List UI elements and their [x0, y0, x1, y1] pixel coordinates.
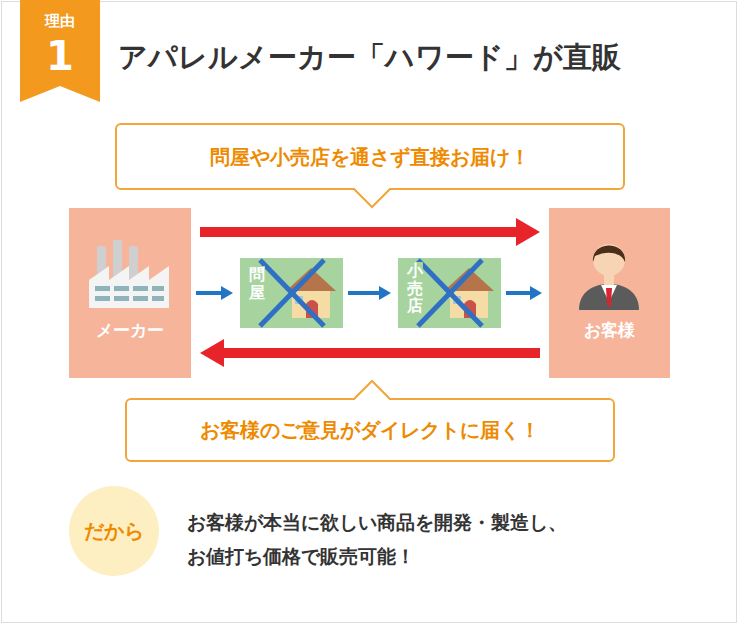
maker-box: メーカー	[69, 208, 191, 378]
illustration-use	[260, 260, 336, 326]
node-label: お客様	[584, 318, 635, 342]
flow-arrow	[348, 291, 382, 295]
customer-box: お客様	[549, 208, 670, 378]
node-label: だから	[84, 518, 144, 544]
node-label: 問屋	[249, 266, 265, 301]
callout-box: 問屋や小売店を通さず直接お届け！	[115, 123, 625, 190]
flow-arrow	[218, 348, 540, 358]
node-number: 1	[46, 36, 74, 76]
illustration-use	[20, 0, 100, 102]
tail-use	[354, 188, 390, 207]
node-illustration	[69, 208, 191, 378]
node-label: メーカー	[96, 318, 164, 342]
illustration-use	[89, 240, 169, 308]
illustration-use	[579, 244, 639, 310]
callout-tail	[354, 378, 390, 400]
node-label: 問屋や小売店を通さず直接お届け！	[210, 144, 530, 170]
flow-arrow	[506, 291, 533, 295]
tail-use	[354, 381, 390, 400]
reason-badge: 理由 1	[20, 0, 100, 102]
callout-tail	[354, 188, 390, 210]
node-label: 小売店	[407, 262, 423, 315]
conclusion-text: お客様が本当に欲しい商品を開発・製造し、 お値打ち価格で販売可能！	[187, 505, 707, 573]
page-title: アパレルメーカー「ハワード」が直販	[118, 38, 621, 76]
retailer-box: 小売店	[398, 258, 501, 328]
flow-arrow	[200, 227, 522, 237]
wholesaler-box: 問屋	[240, 258, 343, 328]
callout-box: お客様のご意見がダイレクトに届く！	[125, 398, 615, 462]
node-illustration	[549, 208, 670, 378]
node-label: お客様のご意見がダイレクトに届く！	[200, 417, 540, 443]
illustration-use	[418, 260, 494, 326]
node-label: 理由	[45, 12, 75, 30]
therefore-circle: だから	[69, 486, 159, 576]
flow-arrow	[196, 291, 224, 295]
